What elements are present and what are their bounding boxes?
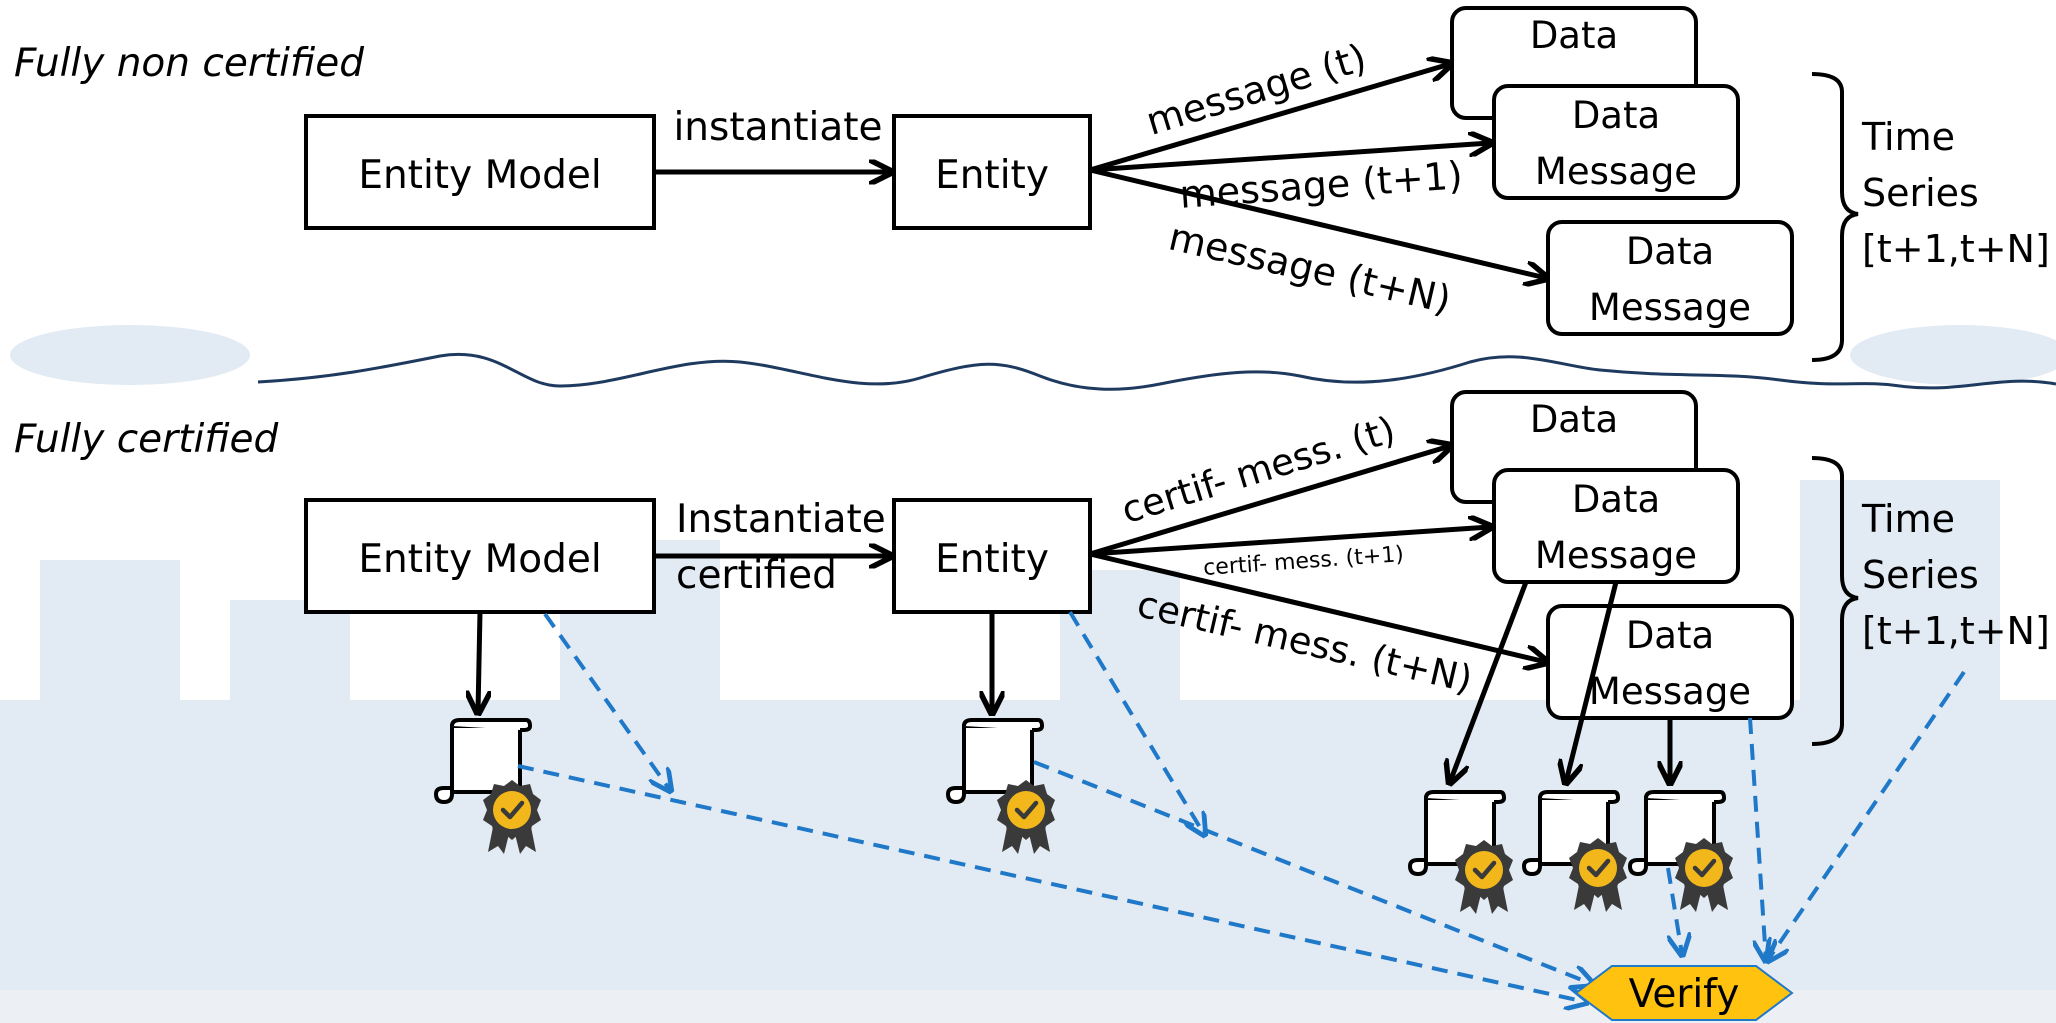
data-message-box-tn-line1: Data (1626, 230, 1714, 273)
time-series-line2: Series (1862, 171, 1979, 215)
entity-box (892, 114, 1092, 230)
data-message-box-t1-line2: Message (1535, 150, 1697, 193)
certif-mess-t1-arrow (1089, 527, 1490, 557)
certified-data-message-box-t1-line1: Data (1572, 478, 1660, 521)
certif-mess-tn-label: certif- mess. (t+N) (1133, 582, 1476, 701)
certified-time-series-line2: Series (1862, 553, 1979, 597)
instantiate-certified-label-line1: Instantiate (676, 497, 886, 542)
entity-label: Entity (935, 153, 1049, 198)
time-series-line3: [t+1,t+N] (1862, 227, 2050, 271)
dashed-link-message-to-verify (1748, 717, 1766, 960)
certif-mess-tn-arrow (1089, 551, 1546, 662)
dashed-link-series-to-verify (1768, 670, 1966, 960)
verify-hexagon (1574, 965, 1794, 1021)
dashed-link-model-cert-to-verify (517, 764, 1586, 1002)
certif-mess-t-label: certif- mess. (t) (1117, 408, 1401, 532)
certified-data-message-box-t-line1: Data (1530, 398, 1618, 441)
instantiate-label: instantiate (673, 105, 882, 150)
section-title-certified: Fully certified (14, 417, 279, 462)
message-t-label: message (t) (1141, 35, 1371, 144)
certified-entity-model-label: Entity Model (358, 537, 601, 582)
instantiate-certified-label-line2: certified (676, 553, 837, 598)
dashed-link-entity-cert-to-verify (1033, 760, 1592, 984)
certified-entity-box (892, 498, 1092, 614)
message-t1-arrow (1089, 143, 1490, 173)
dashed-link-message-cert-to-verify (1666, 867, 1682, 954)
verification-links (517, 610, 1966, 1002)
dashed-link-model-to-certificate (543, 612, 670, 790)
entity-model-label: Entity Model (358, 153, 601, 198)
message-t-arrow (1089, 64, 1450, 173)
message-tn-arrow (1089, 167, 1546, 278)
data-message-box-t1-line1: Data (1572, 94, 1660, 137)
time-series-line1: Time (1861, 115, 1955, 159)
data-message-box-tn (1546, 220, 1794, 336)
model-certificate-arrow (478, 611, 480, 712)
certif-mess-t-arrow (1089, 446, 1450, 557)
entity-model-box (304, 114, 656, 230)
time-series-brace (1811, 72, 1859, 362)
dashed-link-entity-to-certificate (1068, 610, 1204, 834)
data-message-box-tn-line2: Message (1589, 286, 1751, 329)
certified-data-message-box-tn-line2: Message (1589, 670, 1751, 713)
message-t1-certificate-arrow (1566, 581, 1619, 782)
section-divider-wave (257, 353, 2056, 391)
certified-time-series-brace (1811, 456, 1859, 746)
certified-time-series-line1: Time (1861, 497, 1955, 541)
verify-label: Verify (1629, 972, 1740, 1017)
data-message-box-t1 (1492, 84, 1740, 200)
certified-data-message-box-t1-line2: Message (1535, 534, 1697, 577)
section-title-non-certified: Fully non certified (14, 41, 364, 86)
certif-mess-t1-label: certif- mess. (t+1) (1202, 542, 1404, 581)
certified-entity-label: Entity (935, 537, 1049, 582)
data-message-box-t-line1: Data (1530, 14, 1618, 57)
certified-time-series-line3: [t+1,t+N] (1862, 609, 2050, 653)
certified-data-message-box-tn-line1: Data (1626, 614, 1714, 657)
message-t-certificate-arrow (1450, 581, 1529, 782)
message-tn-label: message (t+N) (1165, 215, 1455, 323)
